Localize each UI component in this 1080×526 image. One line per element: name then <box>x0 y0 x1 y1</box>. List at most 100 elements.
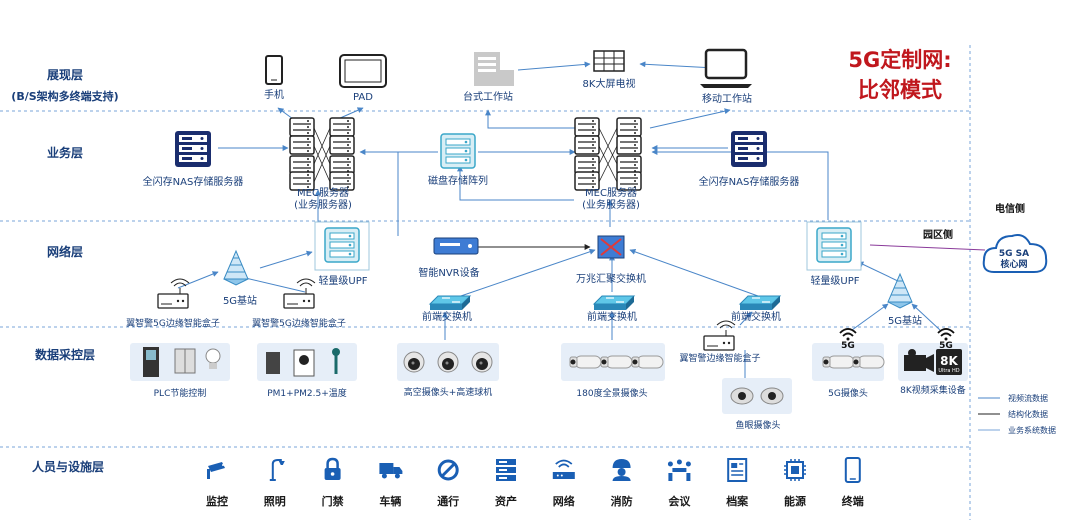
core-net-label-1: 5G SA <box>999 249 1029 259</box>
core-switch-icon <box>597 235 625 259</box>
firefighter-icon <box>612 459 631 481</box>
mec-left-icon <box>289 117 355 191</box>
facility-label: 车辆 <box>379 494 401 508</box>
legend-biz: 业务系统数据 <box>1008 425 1056 435</box>
front-switch-1-icon <box>429 295 471 311</box>
edge-box-3-icon <box>703 320 736 351</box>
desktop-icon <box>474 52 514 86</box>
nas-left-icon <box>175 131 211 167</box>
facility-label: 监控 <box>206 494 228 508</box>
router-icon <box>552 459 575 479</box>
mobile-icon <box>844 457 861 483</box>
pm-sensor-panel <box>257 343 357 381</box>
layer-label-data: 数据采控层 <box>35 347 95 362</box>
nas-left-label: 全闪存NAS存储服务器 <box>143 175 244 188</box>
layer-label-people: 人员与设施层 <box>32 459 104 474</box>
no-entry-icon <box>437 459 459 481</box>
edge-box-1-label: 翼智警5G边缘智能盒子 <box>126 317 220 329</box>
base-station-left-label: 5G基站 <box>223 294 257 307</box>
front-switch-2-icon <box>593 295 635 311</box>
cctv-icon <box>207 462 225 479</box>
document-icon <box>727 458 748 482</box>
facility-label: 能源 <box>784 494 806 508</box>
plc-label: PLC节能控制 <box>154 387 207 399</box>
high-camera-panel <box>397 343 499 381</box>
front-switch-2-label: 前端交换机 <box>587 310 637 323</box>
layer-label-presentation: 展现层 <box>47 68 83 82</box>
mec-right-label-2: (业务服务器) <box>582 198 640 211</box>
disk-array-icon <box>440 133 476 169</box>
data-lines-black <box>478 244 986 251</box>
nas-right-icon <box>731 131 767 167</box>
truck-icon <box>379 463 403 479</box>
base-station-right-label: 5G基站 <box>888 314 922 327</box>
base-station-left-icon <box>223 250 249 286</box>
edge-box-2-label: 翼智警5G边缘智能盒子 <box>252 317 346 329</box>
pm-label: PM1+PM2.5+温度 <box>267 387 347 399</box>
panorama-camera-label: 180度全景摄像头 <box>576 387 647 399</box>
park-side-label: 园区侧 <box>923 228 953 241</box>
plc-panel <box>130 343 230 381</box>
video-8k-5g-badge: 5G <box>939 341 953 351</box>
phone-icon <box>265 55 283 85</box>
server-rack-icon <box>496 459 516 481</box>
legend-struct: 结构化数据 <box>1008 409 1048 419</box>
connection-lines <box>177 61 941 378</box>
camera-5g-badge: 5G <box>841 341 855 351</box>
upf-right-icon <box>806 221 862 271</box>
facility-label: 终端 <box>842 494 864 508</box>
diagram-title-line1: 5G定制网: <box>848 48 951 72</box>
legend-video: 视频流数据 <box>1008 393 1048 403</box>
base-station-right-icon <box>887 273 913 309</box>
camera-5g-label: 5G摄像头 <box>828 387 868 399</box>
desktop-label: 台式工作站 <box>463 90 513 103</box>
streetlight-icon <box>269 459 285 481</box>
video-8k-wifi-icon <box>937 328 955 342</box>
facility-label: 资产 <box>495 494 517 508</box>
upf-right-label: 轻量级UPF <box>810 274 859 287</box>
facility-label: 通行 <box>437 494 459 508</box>
panorama-camera-panel <box>561 343 665 381</box>
nvr-label: 智能NVR设备 <box>418 266 479 279</box>
layer-label-network: 网络层 <box>47 244 83 259</box>
high-camera-label: 高空摄像头+高速球机 <box>404 386 493 398</box>
mec-left-label-2: (业务服务器) <box>294 198 352 211</box>
telecom-side-label: 电信侧 <box>995 202 1025 215</box>
tv-icon <box>593 50 625 72</box>
edge-box-1-icon <box>157 278 190 309</box>
layer-label-presentation-sub: (B/S架构多终端支持) <box>11 89 118 103</box>
legend: 视频流数据 结构化数据 业务系统数据 <box>978 393 1056 435</box>
facility-label: 照明 <box>264 495 286 508</box>
laptop-icon <box>700 48 752 88</box>
mec-right-icon <box>574 117 642 191</box>
front-switch-3-label: 前端交换机 <box>731 310 781 323</box>
facility-icons: 监控照明门禁车辆通行资产网络消防会议档案能源终端 <box>206 457 864 508</box>
edge-box-3-label: 翼智警边缘智能盒子 <box>679 352 760 364</box>
nvr-icon <box>433 237 479 255</box>
diagram-title-line2: 比邻模式 <box>858 78 942 102</box>
phone-label: 手机 <box>264 88 284 101</box>
pad-icon <box>339 54 387 88</box>
video-8k-panel <box>898 343 968 381</box>
mec-left-label-1: MEC服务器 <box>297 186 349 199</box>
nas-right-label: 全闪存NAS存储服务器 <box>699 175 800 188</box>
upf-left-label: 轻量级UPF <box>318 274 367 287</box>
fisheye-camera-panel <box>722 378 792 414</box>
facility-label: 消防 <box>611 494 633 508</box>
tv-label: 8K大屏电视 <box>583 77 636 90</box>
pad-label: PAD <box>353 92 373 103</box>
core-net-label-2: 核心网 <box>1000 258 1027 270</box>
upf-left-icon <box>314 221 370 271</box>
video-8k-label: 8K视频采集设备 <box>900 384 966 396</box>
cloud-icon <box>982 234 1048 273</box>
video-ultra-hd-badge: Ultra HD <box>938 368 959 374</box>
front-switch-3-icon <box>739 295 781 311</box>
chip-icon <box>784 459 806 481</box>
meeting-icon <box>667 459 691 481</box>
facility-label: 档案 <box>726 494 749 508</box>
lock-icon <box>324 457 341 480</box>
layer-label-business: 业务层 <box>47 145 83 160</box>
core-switch-label: 万兆汇聚交换机 <box>576 272 646 285</box>
layer-dividers <box>0 45 971 520</box>
